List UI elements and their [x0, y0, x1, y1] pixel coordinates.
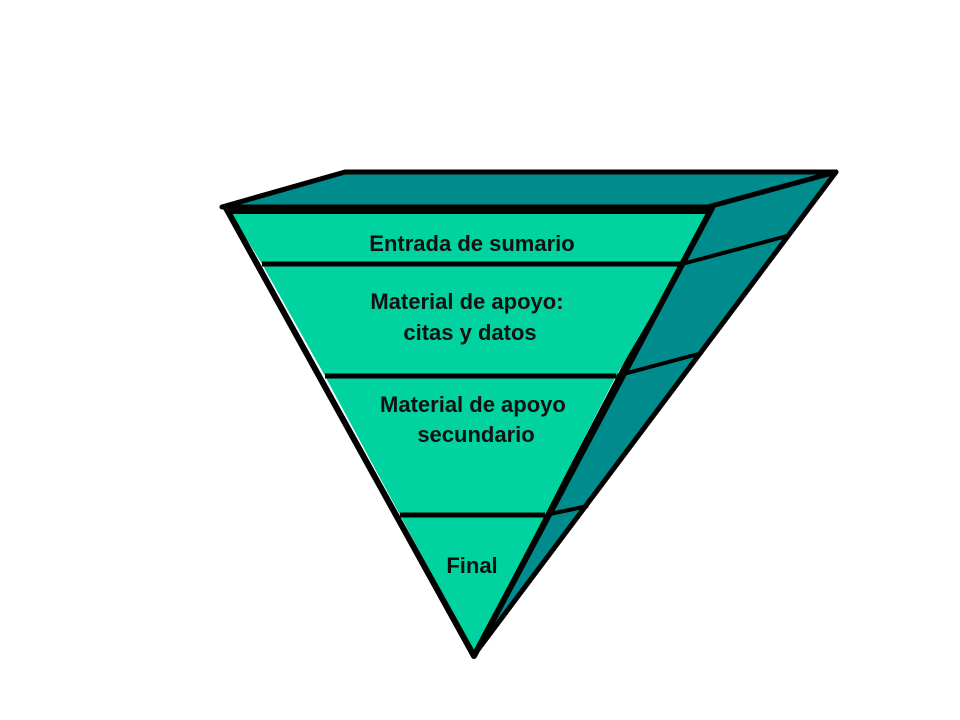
- tier-face-3: [325, 376, 616, 515]
- tier-3-label: Material de apoyo secundario: [380, 392, 572, 447]
- side-divider-2: [615, 351, 703, 378]
- side-divider-1: [681, 234, 788, 266]
- tier-4-label: Final: [446, 553, 497, 578]
- tier-3-line-1: Material de apoyo: [380, 392, 566, 417]
- tier-2-line-2: citas y datos: [403, 320, 536, 345]
- tier-2-line-1: Material de apoyo:: [370, 289, 563, 314]
- tier-face-2: [262, 264, 682, 376]
- tier-3-line-2: secundario: [417, 422, 534, 447]
- tier-2-label: Material de apoyo: citas y datos: [370, 289, 569, 345]
- tier-4-line-1: Final: [446, 553, 497, 578]
- tier-face-4: [400, 515, 545, 652]
- tier-1-line-1: Entrada de sumario: [369, 231, 574, 256]
- tier-1-label: Entrada de sumario: [369, 231, 574, 256]
- tier-face-1: [230, 212, 712, 264]
